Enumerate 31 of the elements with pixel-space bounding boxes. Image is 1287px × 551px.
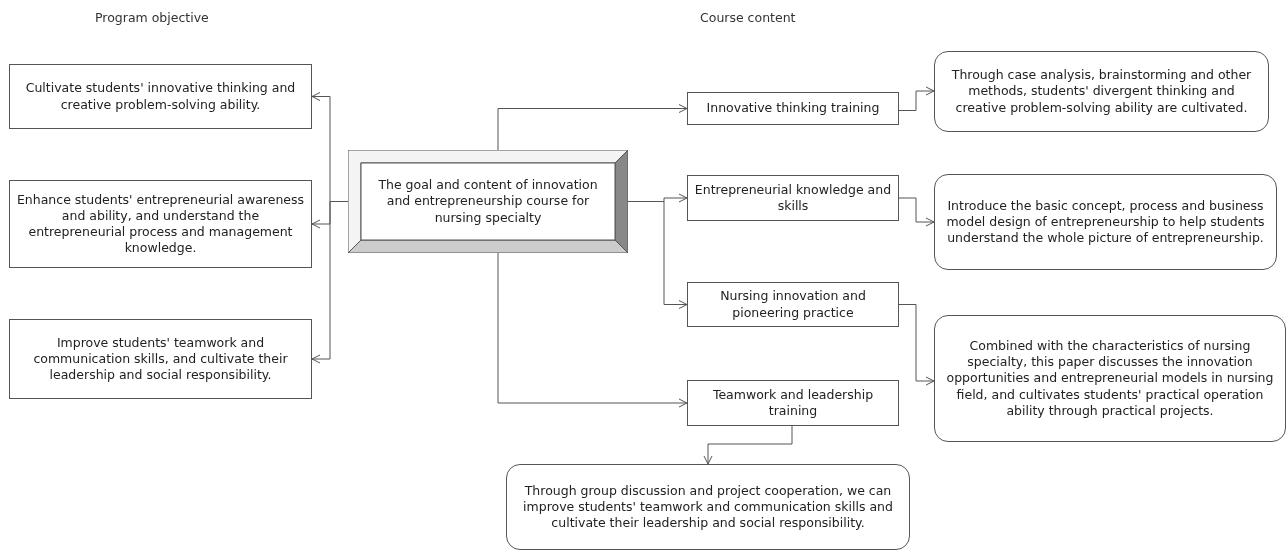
content-box [687, 92, 899, 125]
arrow [497, 104, 688, 151]
node-text: Innovative thinking training [706, 100, 880, 117]
description-box [934, 315, 1286, 442]
description-box [934, 51, 1269, 132]
node-text: Entrepreneurial knowledge and skills [694, 181, 892, 215]
content-box [687, 175, 899, 221]
objective-box [9, 180, 312, 268]
objective-box [9, 64, 312, 129]
node-text: Cultivate students' innovative thinking and creative problem-solving ability. [24, 80, 297, 113]
arrow [497, 252, 688, 408]
node-text: Nursing innovation and pioneering practice [719, 288, 867, 321]
node-text: Enhance students' entrepreneurial awareness and ability, and understand the entrepreneurial process and management knowledge. [16, 191, 305, 257]
arrow [898, 304, 935, 386]
node-text: Through group discussion and project cooperation, we can improve students' teamwork and communication skills and cultivate their leadership and social responsibility. [522, 482, 894, 532]
node-text: The goal and content of innovation and entrepreneurship course for nursing specialty [377, 177, 599, 226]
node-text: Improve students' teamwork and communication skills, and cultivate their leadership and social responsibility. [32, 334, 289, 384]
content-box [687, 282, 899, 327]
column-heading: Course content [700, 10, 796, 25]
objective-box [9, 319, 312, 399]
node-text: Combined with the characteristics of nursing specialty, this paper discusses the innovation opportunities and entrepreneurial models in nursing field, and cultivates students' practical operation ability through practical projects. [945, 337, 1275, 420]
content-box [687, 380, 899, 426]
arrow [703, 425, 793, 465]
node-text: Teamwork and leadership training [711, 386, 875, 420]
description-box [934, 174, 1277, 270]
arrow [898, 197, 935, 227]
column-heading: Program objective [95, 10, 209, 25]
description-box [506, 464, 910, 550]
node-text: Through case analysis, brainstorming and other methods, students' divergent thinking and creative problem-solving ability are cultivated. [950, 67, 1253, 116]
arrow [898, 86, 935, 111]
node-text: Introduce the basic concept, process and business model design of entrepreneurship to help students understand the whole picture of entrepreneurship. [945, 197, 1266, 247]
